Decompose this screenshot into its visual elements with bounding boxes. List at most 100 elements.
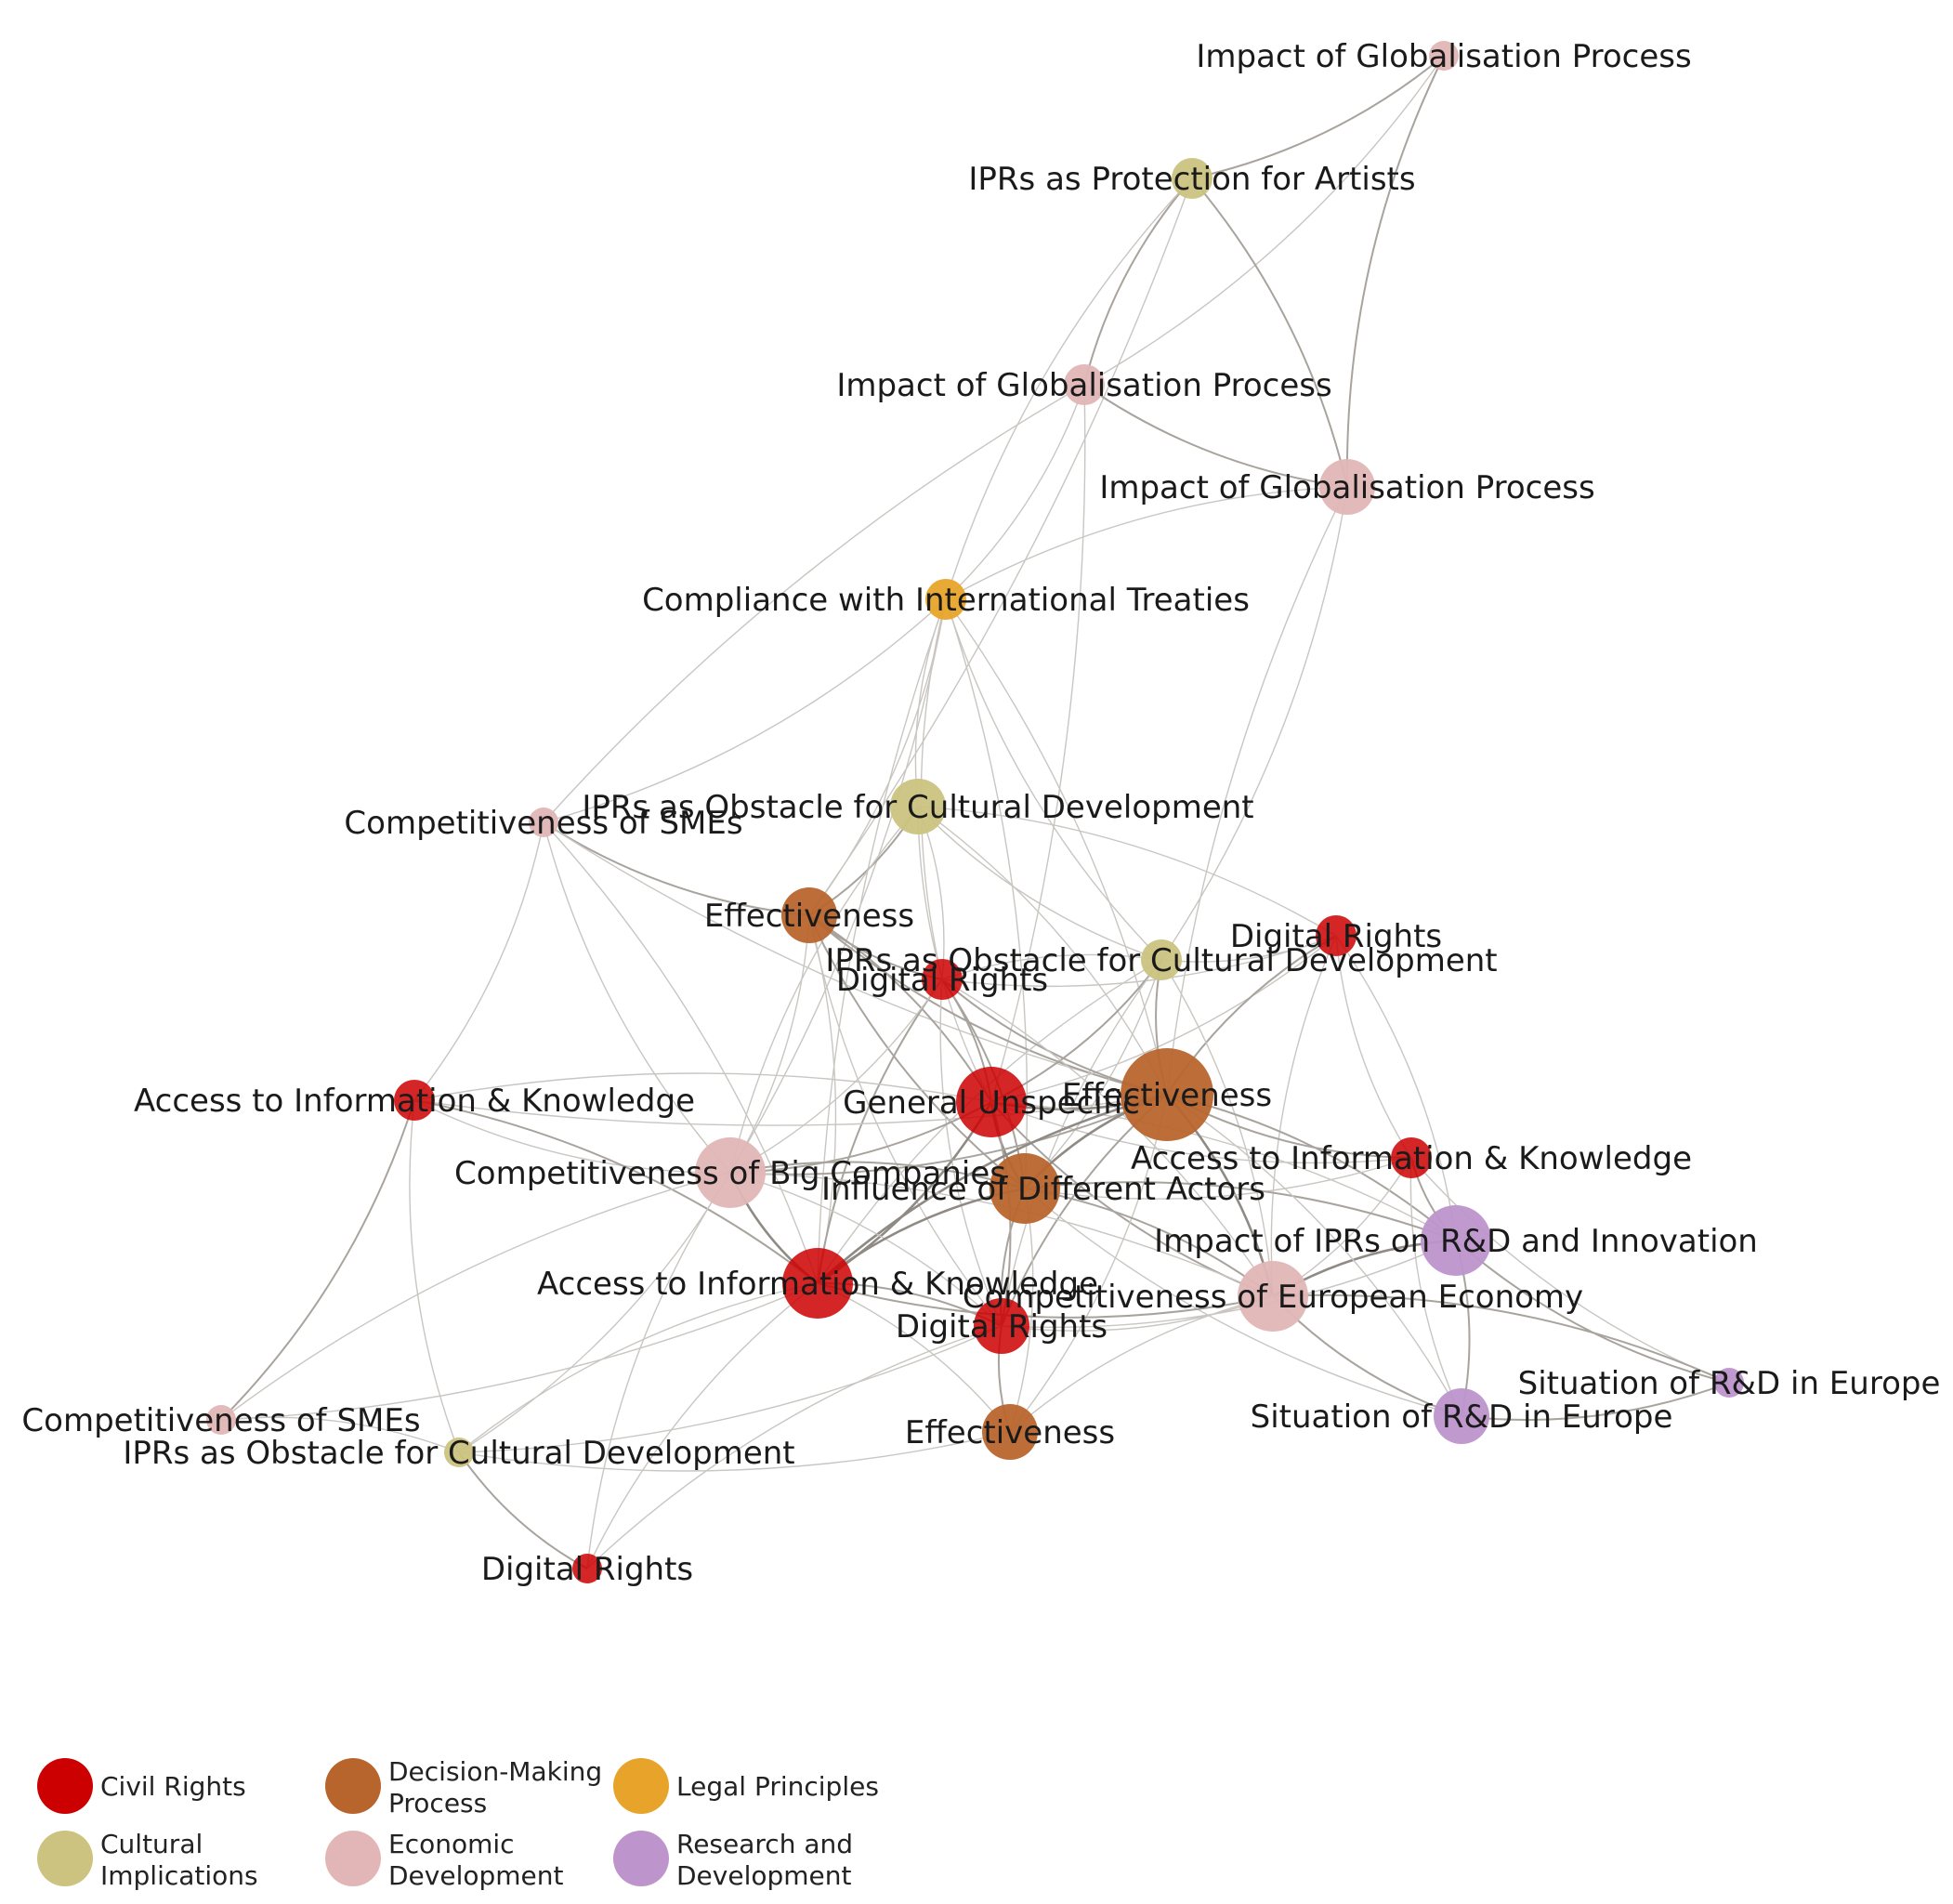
node-label-n24: Competitiveness of SMEs bbox=[21, 1402, 420, 1439]
edge-n16-n25 bbox=[458, 1172, 731, 1453]
node-label-n1: Impact of Globalisation Process bbox=[1196, 38, 1691, 75]
edge-n19-n25 bbox=[458, 1282, 819, 1453]
edge-n11-n21 bbox=[939, 978, 1003, 1327]
node-label-n10: IPRs as Obstacle for Cultural Developmen… bbox=[825, 942, 1497, 979]
node-n26[interactable] bbox=[982, 1404, 1038, 1460]
edge-n5-n14 bbox=[945, 598, 1168, 1096]
edge-n8-n17 bbox=[808, 914, 1026, 1189]
edge-n3-n13 bbox=[990, 384, 1086, 1103]
node-label-n23: Situation of R&D in Europe bbox=[1251, 1398, 1673, 1436]
node-label-n27: Digital Rights bbox=[481, 1551, 693, 1588]
edge-n2-n3 bbox=[1083, 177, 1193, 386]
node-n24[interactable] bbox=[206, 1405, 236, 1435]
edge-n6-n8 bbox=[543, 821, 810, 916]
edge-n5-n10 bbox=[945, 598, 1162, 961]
node-label-n12: Access to Information & Knowledge bbox=[134, 1083, 695, 1120]
node-n18[interactable] bbox=[1421, 1205, 1491, 1276]
node-label-n8: Effectiveness bbox=[704, 898, 914, 935]
edge-n8-n16 bbox=[729, 914, 810, 1174]
node-n16[interactable] bbox=[695, 1137, 766, 1208]
node-label-n15: Access to Information & Knowledge bbox=[1131, 1140, 1692, 1177]
edge-n16-n24 bbox=[220, 1172, 731, 1421]
node-n5[interactable] bbox=[925, 579, 966, 620]
node-n27[interactable] bbox=[572, 1554, 602, 1583]
node-n22[interactable] bbox=[1714, 1368, 1744, 1398]
edge-n13-n16 bbox=[729, 1101, 992, 1174]
edge-n1-n3 bbox=[1083, 55, 1445, 386]
edge-n3-n4 bbox=[1083, 384, 1348, 488]
node-n12[interactable] bbox=[394, 1080, 435, 1121]
edge-n19-n24 bbox=[220, 1282, 819, 1421]
edge-n9-n15 bbox=[1335, 935, 1412, 1159]
node-n4[interactable] bbox=[1319, 459, 1375, 515]
edge-n3-n6 bbox=[543, 384, 1085, 823]
edge-n12-n19 bbox=[413, 1099, 819, 1284]
node-n25[interactable] bbox=[444, 1438, 474, 1467]
edge-n12-n25 bbox=[409, 1099, 460, 1453]
edge-n9-n13 bbox=[990, 935, 1337, 1103]
node-n11[interactable] bbox=[922, 959, 963, 1000]
node-n10[interactable] bbox=[1141, 939, 1182, 980]
legend-swatch-research bbox=[613, 1831, 669, 1886]
edge-n14-n26 bbox=[1009, 1094, 1168, 1433]
legend-swatch-legal bbox=[613, 1758, 669, 1814]
edge-n16-n17 bbox=[729, 1161, 1026, 1189]
node-n1[interactable] bbox=[1429, 41, 1459, 71]
node-n17[interactable] bbox=[990, 1153, 1060, 1224]
edge-n19-n20 bbox=[817, 1282, 1274, 1319]
node-n9[interactable] bbox=[1316, 915, 1357, 956]
edge-n5-n8 bbox=[808, 598, 947, 916]
node-n13[interactable] bbox=[956, 1067, 1027, 1137]
node-label-n20: Competitiveness of European Economy bbox=[963, 1279, 1583, 1316]
legend-label-economic: Development bbox=[388, 1860, 564, 1891]
edge-n17-n18 bbox=[1024, 1181, 1457, 1241]
legend-label-research: Development bbox=[676, 1860, 852, 1891]
edge-n2-n4 bbox=[1191, 177, 1348, 488]
edge-n1-n4 bbox=[1345, 55, 1445, 488]
edge-n9-n20 bbox=[1270, 935, 1337, 1297]
edge-n2-n5 bbox=[945, 177, 1193, 600]
node-label-n13: General Unspecific bbox=[843, 1084, 1140, 1122]
edge-n9-n11 bbox=[941, 935, 1337, 988]
edge-n5-n6 bbox=[543, 598, 947, 823]
edge-n14-n16 bbox=[729, 1094, 1168, 1175]
edge-n12-n13 bbox=[413, 1072, 992, 1103]
node-n23[interactable] bbox=[1434, 1388, 1489, 1444]
node-n19[interactable] bbox=[782, 1248, 853, 1319]
edge-n5-n16 bbox=[729, 598, 947, 1174]
node-label-n7: IPRs as Obstacle for Cultural Developmen… bbox=[582, 789, 1253, 826]
node-n8[interactable] bbox=[781, 887, 837, 943]
edge-n7-n13 bbox=[917, 806, 992, 1103]
legend-label-research: Research and bbox=[676, 1829, 853, 1859]
edge-n6-n19 bbox=[543, 821, 819, 1284]
node-label-n26: Effectiveness bbox=[905, 1414, 1115, 1451]
edge-n21-n25 bbox=[458, 1325, 1003, 1453]
node-n7[interactable] bbox=[890, 779, 946, 834]
node-label-n3: Impact of Globalisation Process bbox=[836, 367, 1331, 404]
node-n6[interactable] bbox=[529, 808, 558, 837]
node-n2[interactable] bbox=[1172, 158, 1212, 199]
edge-n7-n14 bbox=[917, 806, 1168, 1096]
edge-n25-n27 bbox=[458, 1451, 588, 1569]
edge-n6-n12 bbox=[413, 821, 544, 1101]
edge-n20-n21 bbox=[1001, 1295, 1274, 1332]
edge-n20-n22 bbox=[1272, 1293, 1730, 1384]
node-label-n11: Digital Rights bbox=[836, 962, 1048, 999]
legend-label-civil: Civil Rights bbox=[100, 1771, 246, 1802]
node-n20[interactable] bbox=[1238, 1261, 1308, 1332]
edge-n12-n16 bbox=[413, 1099, 731, 1174]
legend-label-legal: Legal Principles bbox=[676, 1771, 879, 1802]
edge-n24-n25 bbox=[220, 1416, 460, 1453]
node-n14[interactable] bbox=[1121, 1048, 1213, 1141]
edge-n26-n25 bbox=[458, 1431, 1011, 1472]
legend-swatch-cultural bbox=[37, 1831, 93, 1886]
edge-n16-n27 bbox=[586, 1172, 731, 1569]
edge-n18-n21 bbox=[1001, 1240, 1457, 1329]
node-n15[interactable] bbox=[1391, 1137, 1432, 1178]
edge-n18-n22 bbox=[1455, 1240, 1730, 1384]
edge-n13-n15 bbox=[990, 1101, 1412, 1164]
edge-n7-n10 bbox=[917, 806, 1162, 961]
node-n3[interactable] bbox=[1064, 364, 1105, 405]
node-label-n2: IPRs as Protection for Artists bbox=[968, 161, 1415, 198]
node-n21[interactable] bbox=[974, 1298, 1029, 1354]
